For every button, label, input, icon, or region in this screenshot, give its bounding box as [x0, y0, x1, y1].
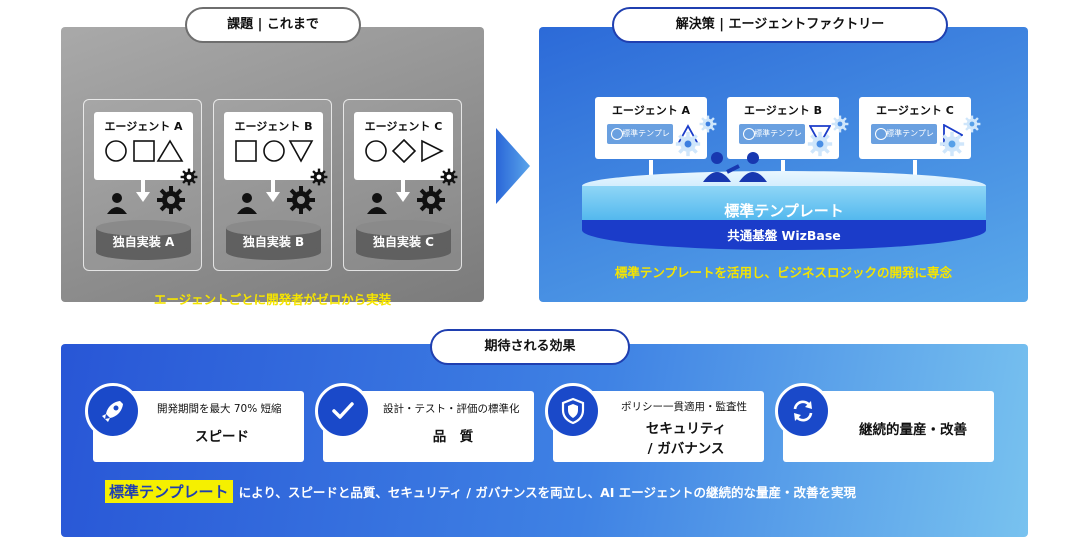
developer-icon	[237, 193, 257, 214]
gear-icon	[831, 115, 849, 133]
effect-title: スピード	[195, 429, 249, 445]
shapes-circle-diamond-triangle-icon	[364, 139, 444, 163]
implementation-cylinder	[226, 220, 321, 260]
implementation-label: 独自実装 C	[373, 235, 434, 249]
triangle-down-icon	[809, 125, 831, 146]
agent-label: エージェント A	[611, 104, 691, 117]
arrow-down-icon	[136, 180, 150, 202]
agent-label: エージェント B	[744, 104, 822, 117]
standard-template-layer	[582, 186, 986, 220]
gear-icon	[807, 131, 833, 157]
solution-panel: エージェント A 標準テンプレート エージェント B 標準テンプレート エージェ…	[539, 27, 1028, 302]
solution-caption: 標準テンプレートを活用し、ビジネスロジックの開発に専念	[614, 265, 953, 280]
shapes-circle-square-triangle-icon	[104, 139, 183, 162]
template-badge: 標準テンプレート	[607, 124, 673, 158]
implementation-label: 独自実装 A	[112, 235, 175, 249]
arrow-down-icon	[266, 180, 280, 202]
agent-speech-bubble: エージェント B	[224, 112, 323, 180]
agent-label: エージェント B	[234, 120, 313, 133]
refresh-icon	[775, 383, 831, 439]
gear-icon	[963, 115, 981, 133]
current-state-caption: エージェントごとに開発者がゼロから実装	[153, 292, 392, 307]
effect-title-line1: セキュリティ	[645, 421, 727, 437]
rocket-icon	[85, 383, 141, 439]
template-label: 標準テンプレート	[886, 129, 934, 158]
developer-icon	[367, 193, 387, 214]
current-state-panel: エージェント A 独自実装 A エージェント B 独自実装 B	[61, 27, 484, 307]
effect-description: 設計・テスト・評価の標準化	[383, 403, 520, 415]
template-badge: 標準テンプレート	[739, 124, 805, 158]
gear-small-icon	[440, 168, 458, 186]
agent-speech-bubble: エージェント A	[94, 112, 193, 180]
developers-icon	[703, 152, 767, 182]
check-icon	[315, 383, 371, 439]
gear-icon	[939, 131, 965, 157]
agent-label: エージェント C	[876, 104, 954, 117]
standard-template-label: 標準テンプレート	[724, 202, 844, 220]
developer-icon	[107, 193, 127, 214]
shapes-square-circle-triangle-icon	[234, 140, 313, 163]
solution-title: 解決策 | エージェントファクトリー	[612, 7, 948, 43]
gear-icon	[699, 115, 717, 133]
effect-title: 継続的量産・改善	[859, 422, 967, 438]
arrow-down-icon	[396, 180, 410, 202]
template-label: 標準テンプレート	[622, 129, 670, 158]
gear-icon	[157, 186, 185, 214]
agent-speech-bubble: エージェント C	[354, 112, 453, 180]
agent-label: エージェント A	[104, 120, 183, 133]
effect-title: 品 質	[432, 429, 474, 445]
standard-template-highlight: 標準テンプレート	[105, 480, 233, 503]
template-label: 標準テンプレート	[754, 129, 802, 158]
gear-icon	[417, 186, 445, 214]
effect-description: 開発期間を最大 70% 短縮	[157, 403, 282, 415]
agent-card-c: エージェント C 独自実装 C	[343, 99, 462, 271]
implementation-label: 独自実装 B	[242, 235, 305, 249]
implementation-cylinder	[96, 220, 191, 260]
template-badge: 標準テンプレート	[871, 124, 937, 158]
effect-title-line2: / ガバナンス	[647, 441, 725, 457]
effects-title: 期待される効果	[430, 329, 630, 365]
gear-icon	[675, 131, 701, 157]
gear-small-icon	[180, 168, 198, 186]
agent-card-b: エージェント B 独自実装 B	[213, 99, 332, 271]
agent-label: エージェント C	[364, 120, 443, 133]
shield-icon	[545, 383, 601, 439]
implementation-cylinder	[356, 220, 451, 260]
chevron-right-icon	[496, 128, 530, 204]
effects-caption: 標準テンプレートにより、スピードと品質、セキュリティ / ガバナンスを両立し、A…	[105, 480, 1005, 503]
platform-label: 共通基盤 WizBase	[727, 228, 841, 243]
effect-description: ポリシー一貫適用・監査性	[621, 401, 747, 413]
gear-small-icon	[310, 168, 328, 186]
effects-caption-text: により、スピードと品質、セキュリティ / ガバナンスを両立し、AI エージェント…	[238, 485, 857, 500]
agent-card-a: エージェント A 独自実装 A	[83, 99, 202, 271]
gear-icon	[287, 186, 315, 214]
current-state-title: 課題 | これまで	[185, 7, 361, 43]
